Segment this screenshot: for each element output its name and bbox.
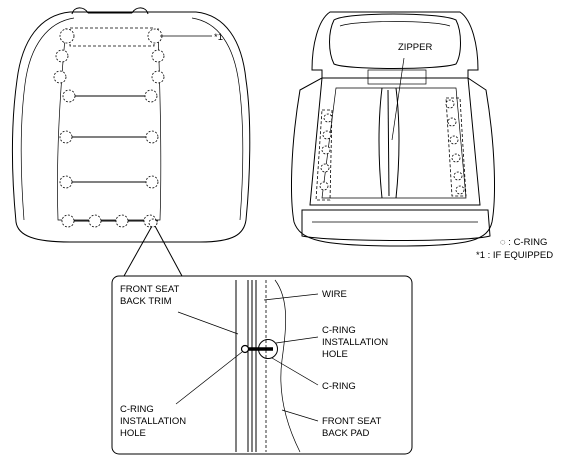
legend-if-equipped: *1 : IF EQUIPPED (476, 250, 553, 261)
seat-back-rear-view: ZIPPER (291, 11, 495, 247)
c-ring-installation-hole-label-right: C-RING INSTALLATION HOLE (322, 325, 391, 360)
c-ring-installation-hole-label-left: C-RING INSTALLATION HOLE (120, 404, 189, 439)
callout-line-left (123, 225, 153, 277)
c-ring-label: C-RING (322, 381, 356, 392)
front-seat-back-trim-label: FRONT SEAT BACK TRIM (120, 284, 182, 307)
wire-label: WIRE (322, 289, 347, 300)
seat-back-pad-front-view: *1 (11, 7, 251, 243)
c-ring-detail-callout: FRONT SEAT BACK TRIM WIRE C-RING INSTALL… (111, 275, 413, 455)
zipper-label: ZIPPER (398, 42, 432, 53)
front-seat-back-pad-label: FRONT SEAT BACK PAD (322, 416, 384, 439)
legend-c-ring: ◌ : C-RING (500, 237, 547, 248)
if-equipped-marker: *1 (214, 32, 223, 43)
callout-line-right (154, 225, 183, 277)
